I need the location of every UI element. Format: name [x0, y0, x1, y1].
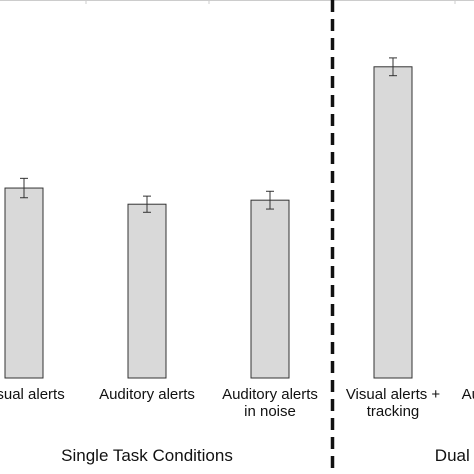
- bar-2: [250, 199, 290, 379]
- category-label-1-0: Auditory alerts: [99, 386, 195, 403]
- group-label-single: Single Task Conditions: [61, 446, 233, 465]
- category-label-3-0: Visual alerts +: [346, 386, 441, 403]
- bar-3: [373, 66, 413, 379]
- group-label-dual: Dual Task Conditions: [435, 446, 474, 465]
- bar-0: [4, 187, 44, 379]
- category-label-2-0: Auditory alerts: [222, 386, 318, 403]
- category-label-0-0: Visual alerts: [0, 386, 65, 403]
- category-labels: Visual alerts Auditory alerts Auditory ale…: [0, 386, 474, 420]
- bar-1: [127, 203, 167, 379]
- category-label-2-1: in noise: [244, 403, 296, 420]
- category-label-3-1: tracking: [367, 403, 420, 420]
- plot-frame: [0, 0, 474, 4]
- bars-layer: [4, 57, 413, 379]
- category-label-4-0: Auditory alerts +: [462, 386, 474, 403]
